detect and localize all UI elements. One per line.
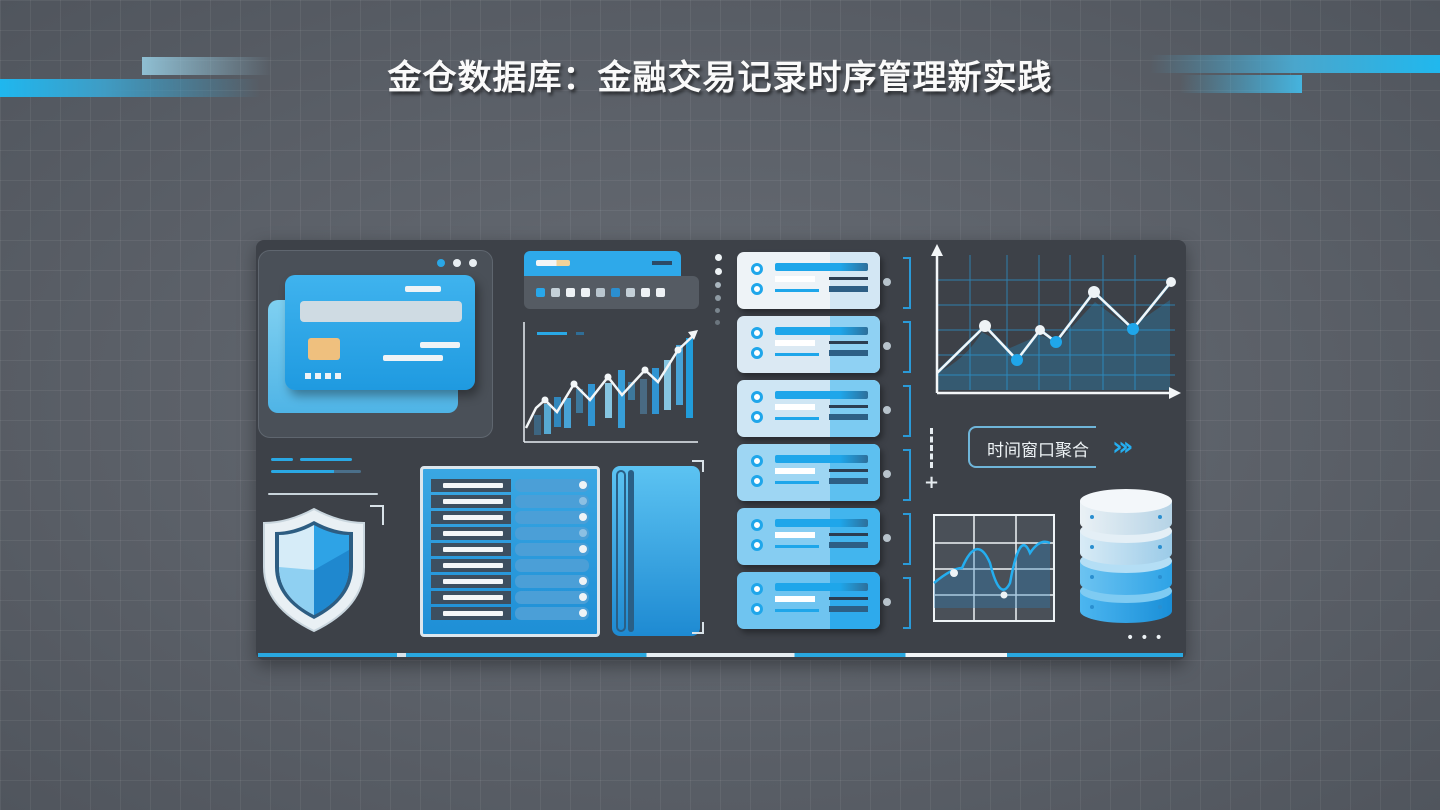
card-number-dots — [305, 373, 341, 379]
card-detail-bar — [420, 342, 460, 348]
plus-icon: + — [924, 472, 940, 493]
growth-bar-chart-icon — [523, 322, 698, 443]
decor-stripe-right-short — [1180, 75, 1302, 93]
card-detail-bar — [405, 286, 441, 292]
connector-dot — [883, 278, 891, 286]
ellipsis-icon: ••• — [1126, 630, 1169, 646]
line-chart-icon — [931, 244, 1181, 399]
wave-chart-icon — [933, 514, 1055, 622]
card-chip-icon — [308, 338, 340, 360]
connector-bracket — [903, 385, 911, 437]
decor-line — [268, 493, 378, 495]
aggregation-label-box — [968, 426, 1096, 468]
server-unit — [737, 252, 880, 309]
corner-bracket — [692, 460, 704, 472]
binder-icon — [612, 466, 700, 636]
connector-bracket — [903, 449, 911, 501]
card-stripe — [300, 301, 462, 322]
connector-bracket — [903, 577, 911, 629]
credit-card-icon — [285, 275, 475, 390]
server-unit — [737, 380, 880, 437]
decor-dash — [930, 428, 933, 468]
page-title: 金仓数据库：金融交易记录时序管理新实践 — [387, 58, 1053, 98]
decor-dots — [715, 254, 722, 325]
aggregation-label: 时间窗口聚合 — [987, 441, 1089, 461]
connector-dot — [883, 470, 891, 478]
panel-baseline — [258, 653, 1183, 657]
server-unit — [737, 444, 880, 501]
corner-bracket — [370, 505, 384, 525]
connector-dot — [883, 406, 891, 414]
decor-stripe-right — [1150, 55, 1440, 73]
server-unit — [737, 572, 880, 629]
dashboard-toolbar — [524, 276, 699, 309]
connector-bracket — [903, 321, 911, 373]
database-cylinder-icon — [1080, 489, 1172, 623]
connector-dot — [883, 342, 891, 350]
chevron-right-icon: »› — [1112, 432, 1133, 462]
decor-stripe-left-short — [142, 57, 272, 75]
decor-line — [271, 458, 293, 461]
decor-stripe-left — [0, 79, 260, 97]
connector-dot — [883, 534, 891, 542]
connector-dot — [883, 598, 891, 606]
server-unit — [737, 316, 880, 373]
decor-line — [300, 458, 352, 461]
security-shield-icon — [263, 507, 365, 633]
decor-line — [271, 470, 361, 473]
server-unit — [737, 508, 880, 565]
window-dots — [437, 259, 477, 267]
dashboard-header — [524, 251, 681, 276]
data-list-window-icon — [420, 466, 600, 637]
connector-bracket — [903, 257, 911, 309]
card-detail-bar — [383, 355, 443, 361]
connector-bracket — [903, 513, 911, 565]
corner-bracket — [692, 622, 704, 634]
